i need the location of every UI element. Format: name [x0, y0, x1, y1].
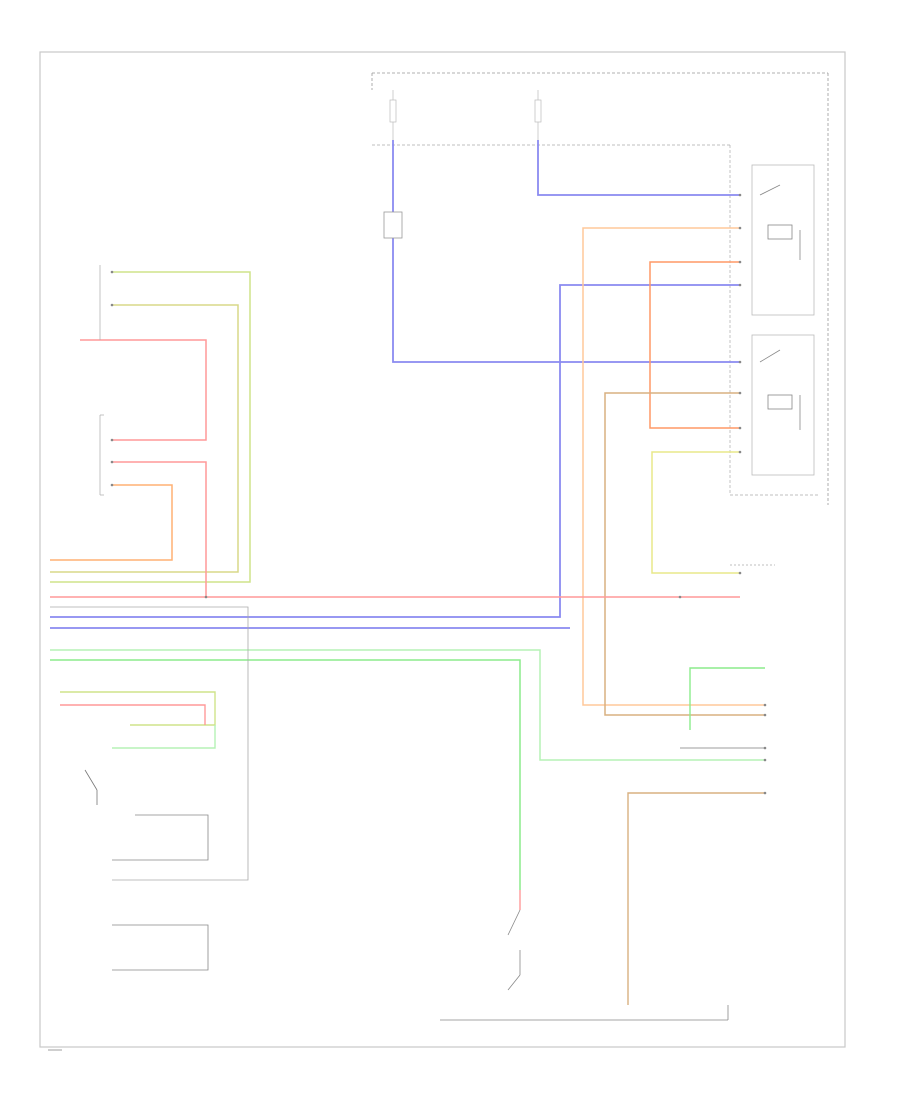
diode-box: [383, 211, 403, 239]
diagram-frame: [39, 51, 846, 1048]
pressure-switches: [440, 890, 729, 1021]
left-wire-runs: [50, 271, 765, 890]
right-wire-runs: [50, 227, 765, 716]
fuse-right-symbol: [534, 99, 542, 123]
connector-pins: [110, 193, 767, 795]
fuse-left-symbol: [389, 99, 397, 123]
fuse-box-area: [371, 72, 829, 505]
bottom-right-wire-runs: [627, 667, 765, 1005]
relay-upper: [751, 164, 815, 316]
lower-left-switch-group: [60, 691, 216, 971]
relay-lower: [751, 334, 815, 476]
left-connector-bracket: [99, 265, 775, 566]
